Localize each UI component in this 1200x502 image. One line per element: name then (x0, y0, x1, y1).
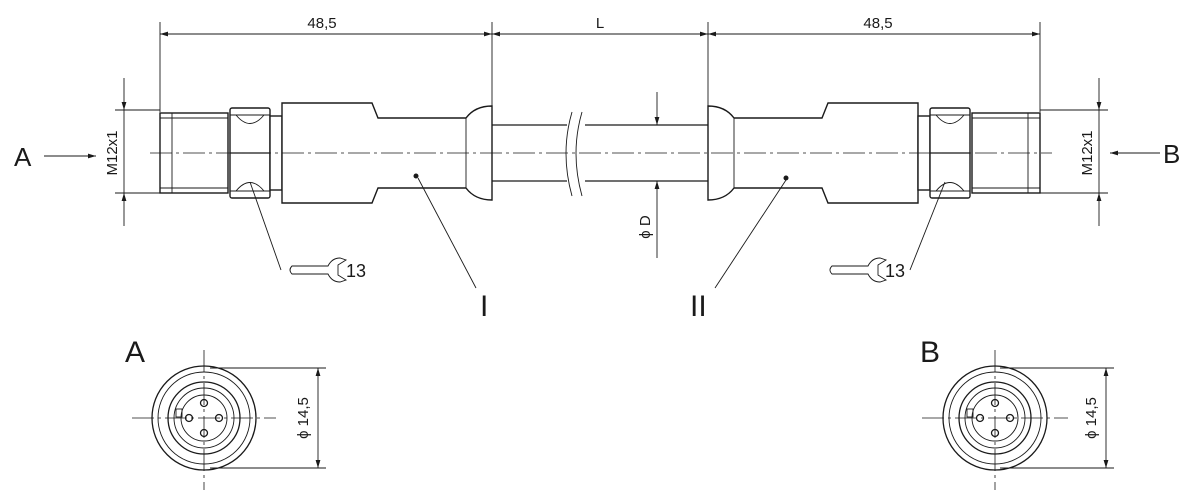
right-wrench-size: 13 (885, 261, 905, 281)
right-length-dimension: 48,5 (863, 15, 892, 32)
view-a-title: A (125, 336, 145, 369)
left-wrench-size: 13 (346, 261, 366, 281)
right-thread-dimension: M12x1 (1079, 130, 1096, 175)
face-a-diameter-dimension: ϕ 14,5 (295, 397, 312, 439)
view-b-title: B (920, 336, 940, 369)
wrench-icon (829, 257, 888, 283)
part-one-label: I (480, 290, 488, 323)
thread-dimension-lines (115, 78, 1108, 226)
part-two-label: II (690, 290, 707, 323)
view-a-arrow-label: A (14, 142, 32, 172)
middle-length-dimension: L (596, 15, 604, 32)
part-one-leader (417, 177, 477, 289)
part-two-leader (714, 179, 787, 289)
face-view-a (132, 350, 276, 490)
face-b-dimension-lines (1000, 367, 1114, 469)
face-view-b (922, 350, 1068, 490)
view-b-arrow-label: B (1163, 139, 1180, 169)
face-b-diameter-dimension: ϕ 14,5 (1083, 397, 1100, 439)
left-thread-dimension: M12x1 (104, 130, 121, 175)
right-wrench-leader (909, 181, 946, 271)
left-wrench-leader (249, 181, 282, 271)
left-length-dimension: 48,5 (307, 15, 336, 32)
cable-diameter-dimension: ϕ D (637, 215, 654, 239)
top-dimension-lines (159, 22, 1041, 112)
wrench-icon (289, 257, 348, 283)
face-a-dimension-lines (210, 367, 326, 469)
cable (492, 92, 708, 258)
